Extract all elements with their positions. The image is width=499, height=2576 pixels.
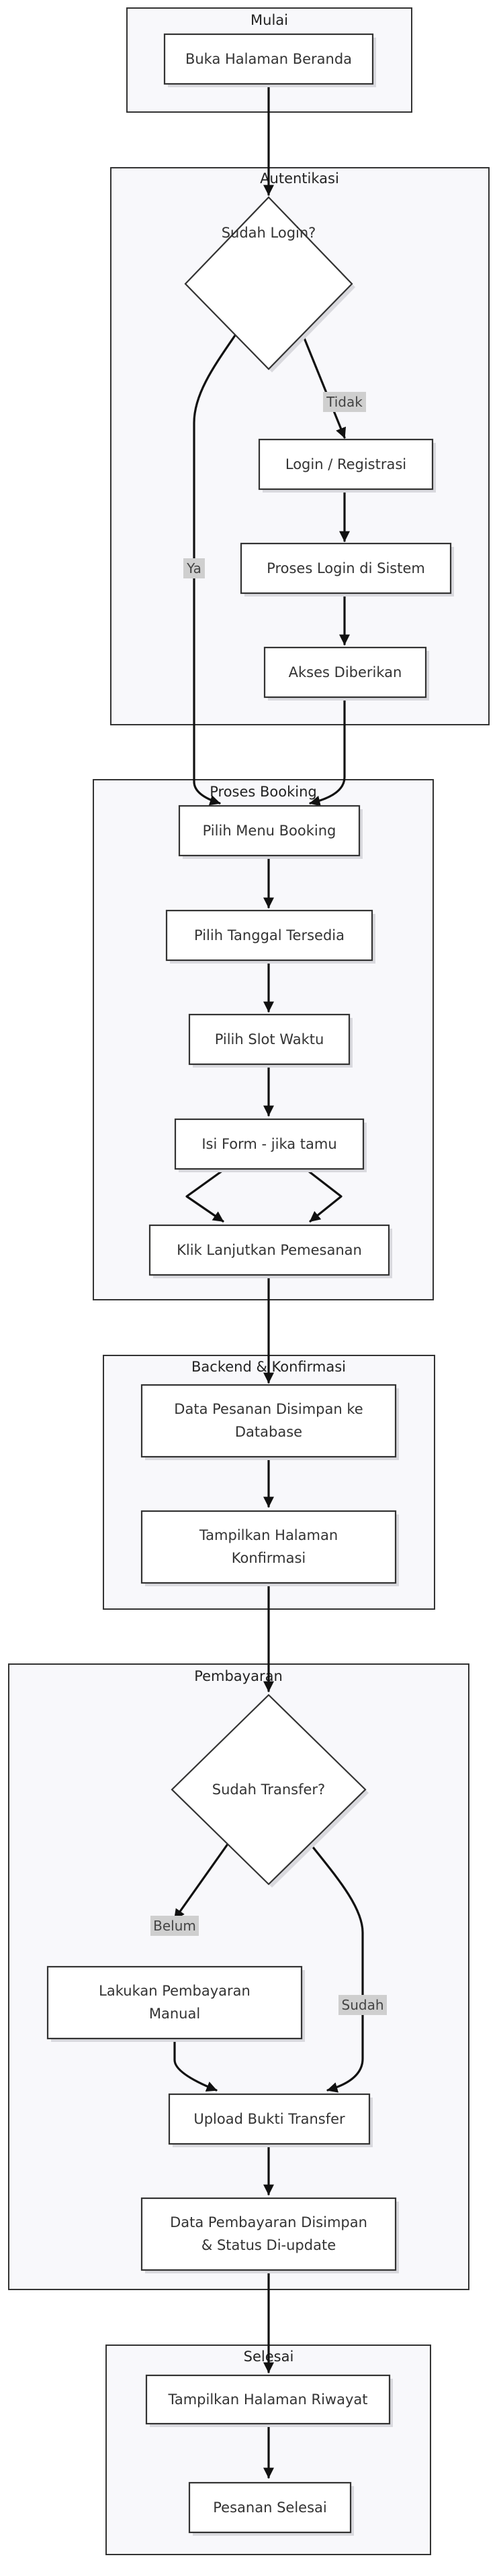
svg-text:Login / Registrasi: Login / Registrasi bbox=[285, 456, 406, 472]
node-pilih-tanggal-tersedia: Pilih Tanggal Tersedia bbox=[165, 909, 375, 964]
svg-text:Pilih Menu Booking: Pilih Menu Booking bbox=[203, 823, 336, 839]
edge-form-to-klik-left bbox=[185, 1168, 226, 1223]
node-klik-lanjutkan-pemesanan: Klik Lanjutkan Pemesanan bbox=[148, 1224, 392, 1278]
edge-label-ya: Ya bbox=[183, 558, 205, 578]
svg-text:Pilih Slot Waktu: Pilih Slot Waktu bbox=[215, 1031, 324, 1047]
node-sudah-login-decision: Sudah Login? bbox=[184, 196, 355, 372]
node-tampilkan-halaman-konfirmasi: Tampilkan Halaman Konfirmasi bbox=[140, 1510, 399, 1586]
edge-login-check-tidak bbox=[300, 330, 347, 439]
svg-text:Pilih Tanggal Tersedia: Pilih Tanggal Tersedia bbox=[194, 927, 345, 943]
edge-akses-to-menu bbox=[309, 695, 346, 807]
svg-text:& Status Di-update: & Status Di-update bbox=[201, 2237, 336, 2253]
svg-text:Manual: Manual bbox=[149, 2006, 200, 2022]
svg-text:Buka Halaman Beranda: Buka Halaman Beranda bbox=[185, 51, 352, 67]
svg-text:Lakukan Pembayaran: Lakukan Pembayaran bbox=[99, 1983, 251, 1999]
svg-text:Sudah: Sudah bbox=[342, 1997, 384, 2013]
node-proses-login-di-sistem: Proses Login di Sistem bbox=[240, 542, 454, 597]
svg-text:Belum: Belum bbox=[153, 1918, 196, 1934]
node-pesanan-selesai: Pesanan Selesai bbox=[188, 2481, 354, 2536]
node-login-registrasi: Login / Registrasi bbox=[258, 438, 436, 493]
node-upload-bukti-transfer: Upload Bukti Transfer bbox=[168, 2093, 373, 2147]
edge-transfer-check-belum bbox=[173, 1840, 231, 1920]
svg-text:Konfirmasi: Konfirmasi bbox=[232, 1550, 306, 1566]
edge-form-to-klik-right bbox=[304, 1168, 343, 1223]
node-isi-form-jika-tamu: Isi Form - jika tamu bbox=[174, 1118, 367, 1172]
node-pilih-menu-booking: Pilih Menu Booking bbox=[178, 805, 363, 859]
node-tampilkan-halaman-riwayat: Tampilkan Halaman Riwayat bbox=[145, 2374, 393, 2427]
edge-transfer-check-sudah bbox=[307, 1840, 364, 2093]
cluster-title-mulai: Mulai bbox=[251, 12, 288, 28]
cluster-title-autentikasi: Autentikasi bbox=[260, 170, 339, 187]
node-lakukan-pembayaran-manual: Lakukan Pembayaran Manual bbox=[46, 1965, 305, 2042]
node-sudah-transfer-decision: Sudah Transfer? bbox=[171, 1694, 369, 1888]
node-data-pesanan-disimpan: Data Pesanan Disimpan ke Database bbox=[140, 1384, 399, 1460]
svg-text:Tampilkan Halaman: Tampilkan Halaman bbox=[199, 1527, 338, 1543]
svg-text:Data Pembayaran Disimpan: Data Pembayaran Disimpan bbox=[170, 2214, 367, 2230]
svg-text:Data Pesanan Disimpan ke: Data Pesanan Disimpan ke bbox=[174, 1401, 363, 1417]
edge-label-sudah: Sudah bbox=[338, 1995, 387, 2015]
svg-text:Pesanan Selesai: Pesanan Selesai bbox=[213, 2500, 326, 2516]
svg-text:Akses Diberikan: Akses Diberikan bbox=[289, 664, 402, 680]
svg-text:Klik Lanjutkan Pemesanan: Klik Lanjutkan Pemesanan bbox=[177, 1242, 362, 1258]
svg-text:Tidak: Tidak bbox=[326, 394, 363, 410]
edge-label-belum: Belum bbox=[150, 1916, 199, 1936]
svg-text:Sudah Login?: Sudah Login? bbox=[222, 225, 316, 241]
cluster-title-proses-booking: Proses Booking bbox=[210, 784, 317, 800]
svg-text:Upload Bukti Transfer: Upload Bukti Transfer bbox=[193, 2111, 345, 2127]
svg-text:Proses Login di Sistem: Proses Login di Sistem bbox=[267, 560, 425, 576]
svg-text:Database: Database bbox=[235, 1424, 302, 1440]
edge-label-tidak: Tidak bbox=[323, 392, 366, 412]
node-pilih-slot-waktu: Pilih Slot Waktu bbox=[188, 1013, 353, 1068]
svg-text:Sudah Transfer?: Sudah Transfer? bbox=[212, 1782, 325, 1798]
svg-text:Ya: Ya bbox=[186, 560, 201, 576]
edge-login-check-ya bbox=[193, 330, 239, 806]
node-buka-halaman-beranda: Buka Halaman Beranda bbox=[163, 33, 376, 87]
node-data-pembayaran-disimpan: Data Pembayaran Disimpan & Status Di-upd… bbox=[140, 2197, 399, 2273]
svg-text:Isi Form - jika tamu: Isi Form - jika tamu bbox=[201, 1136, 336, 1152]
edge-manual-to-upload bbox=[173, 2039, 218, 2092]
node-akses-diberikan: Akses Diberikan bbox=[263, 646, 429, 701]
svg-text:Tampilkan Halaman Riwayat: Tampilkan Halaman Riwayat bbox=[168, 2391, 368, 2408]
